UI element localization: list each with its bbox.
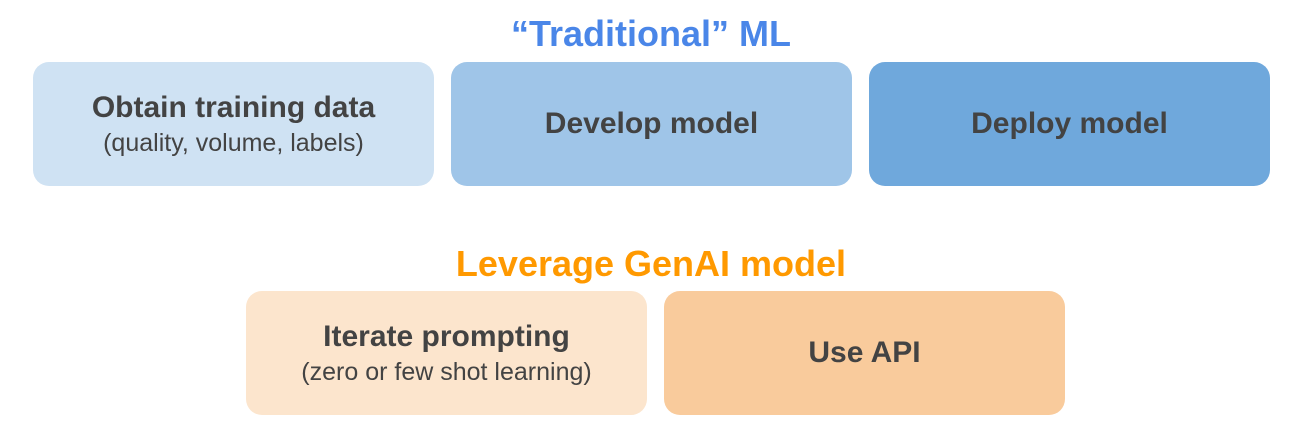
step-sublabel: (quality, volume, labels) bbox=[103, 128, 364, 157]
step-iterate-prompting: Iterate prompting (zero or few shot lear… bbox=[246, 291, 647, 415]
step-sublabel: (zero or few shot learning) bbox=[301, 357, 592, 386]
traditional-ml-title: “Traditional” ML bbox=[510, 13, 791, 54]
step-develop-model: Develop model bbox=[451, 62, 852, 186]
step-deploy-model: Deploy model bbox=[869, 62, 1270, 186]
step-label: Iterate prompting bbox=[323, 319, 570, 353]
genai-title: Leverage GenAI model bbox=[455, 243, 847, 284]
step-use-api: Use API bbox=[664, 291, 1065, 415]
step-label: Develop model bbox=[544, 107, 759, 140]
step-label: Obtain training data bbox=[91, 90, 376, 124]
step-obtain-training-data: Obtain training data (quality, volume, l… bbox=[33, 62, 434, 186]
step-label: Use API bbox=[808, 336, 921, 369]
step-label: Deploy model bbox=[971, 107, 1168, 140]
